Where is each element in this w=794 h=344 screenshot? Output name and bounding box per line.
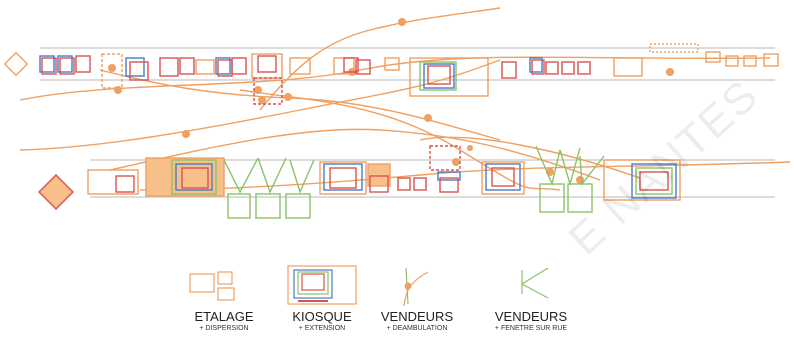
- legend-etalage-icon: [189, 271, 235, 301]
- legend-kiosque-icon: [287, 265, 357, 305]
- legend-subtitle-vendeurs-fenetre: + FENETRE SUR RUE: [494, 325, 568, 332]
- legend-title-vendeurs-fenetre: VENDEURS: [494, 309, 568, 324]
- legend-title-etalage: ETALAGE: [194, 309, 254, 324]
- bottom-row-stalls: [38, 145, 681, 219]
- top-row-stalls: [3, 43, 779, 105]
- legend-title-kiosque: KIOSQUE: [292, 309, 352, 324]
- legend-fenetre-icon: [521, 267, 549, 299]
- deambulation-paths: [19, 7, 791, 191]
- legend-title-vendeurs-deambulation: VENDEURS: [380, 309, 454, 324]
- street-window-lines: [223, 145, 605, 194]
- legend-deambulation-icon: [403, 267, 429, 307]
- legend-subtitle-kiosque: + EXTENSION: [298, 325, 346, 332]
- legend-subtitle-vendeurs-deambulation: + DEAMBULATION: [386, 325, 448, 332]
- legend-subtitle-etalage: + DISPERSION: [199, 325, 249, 332]
